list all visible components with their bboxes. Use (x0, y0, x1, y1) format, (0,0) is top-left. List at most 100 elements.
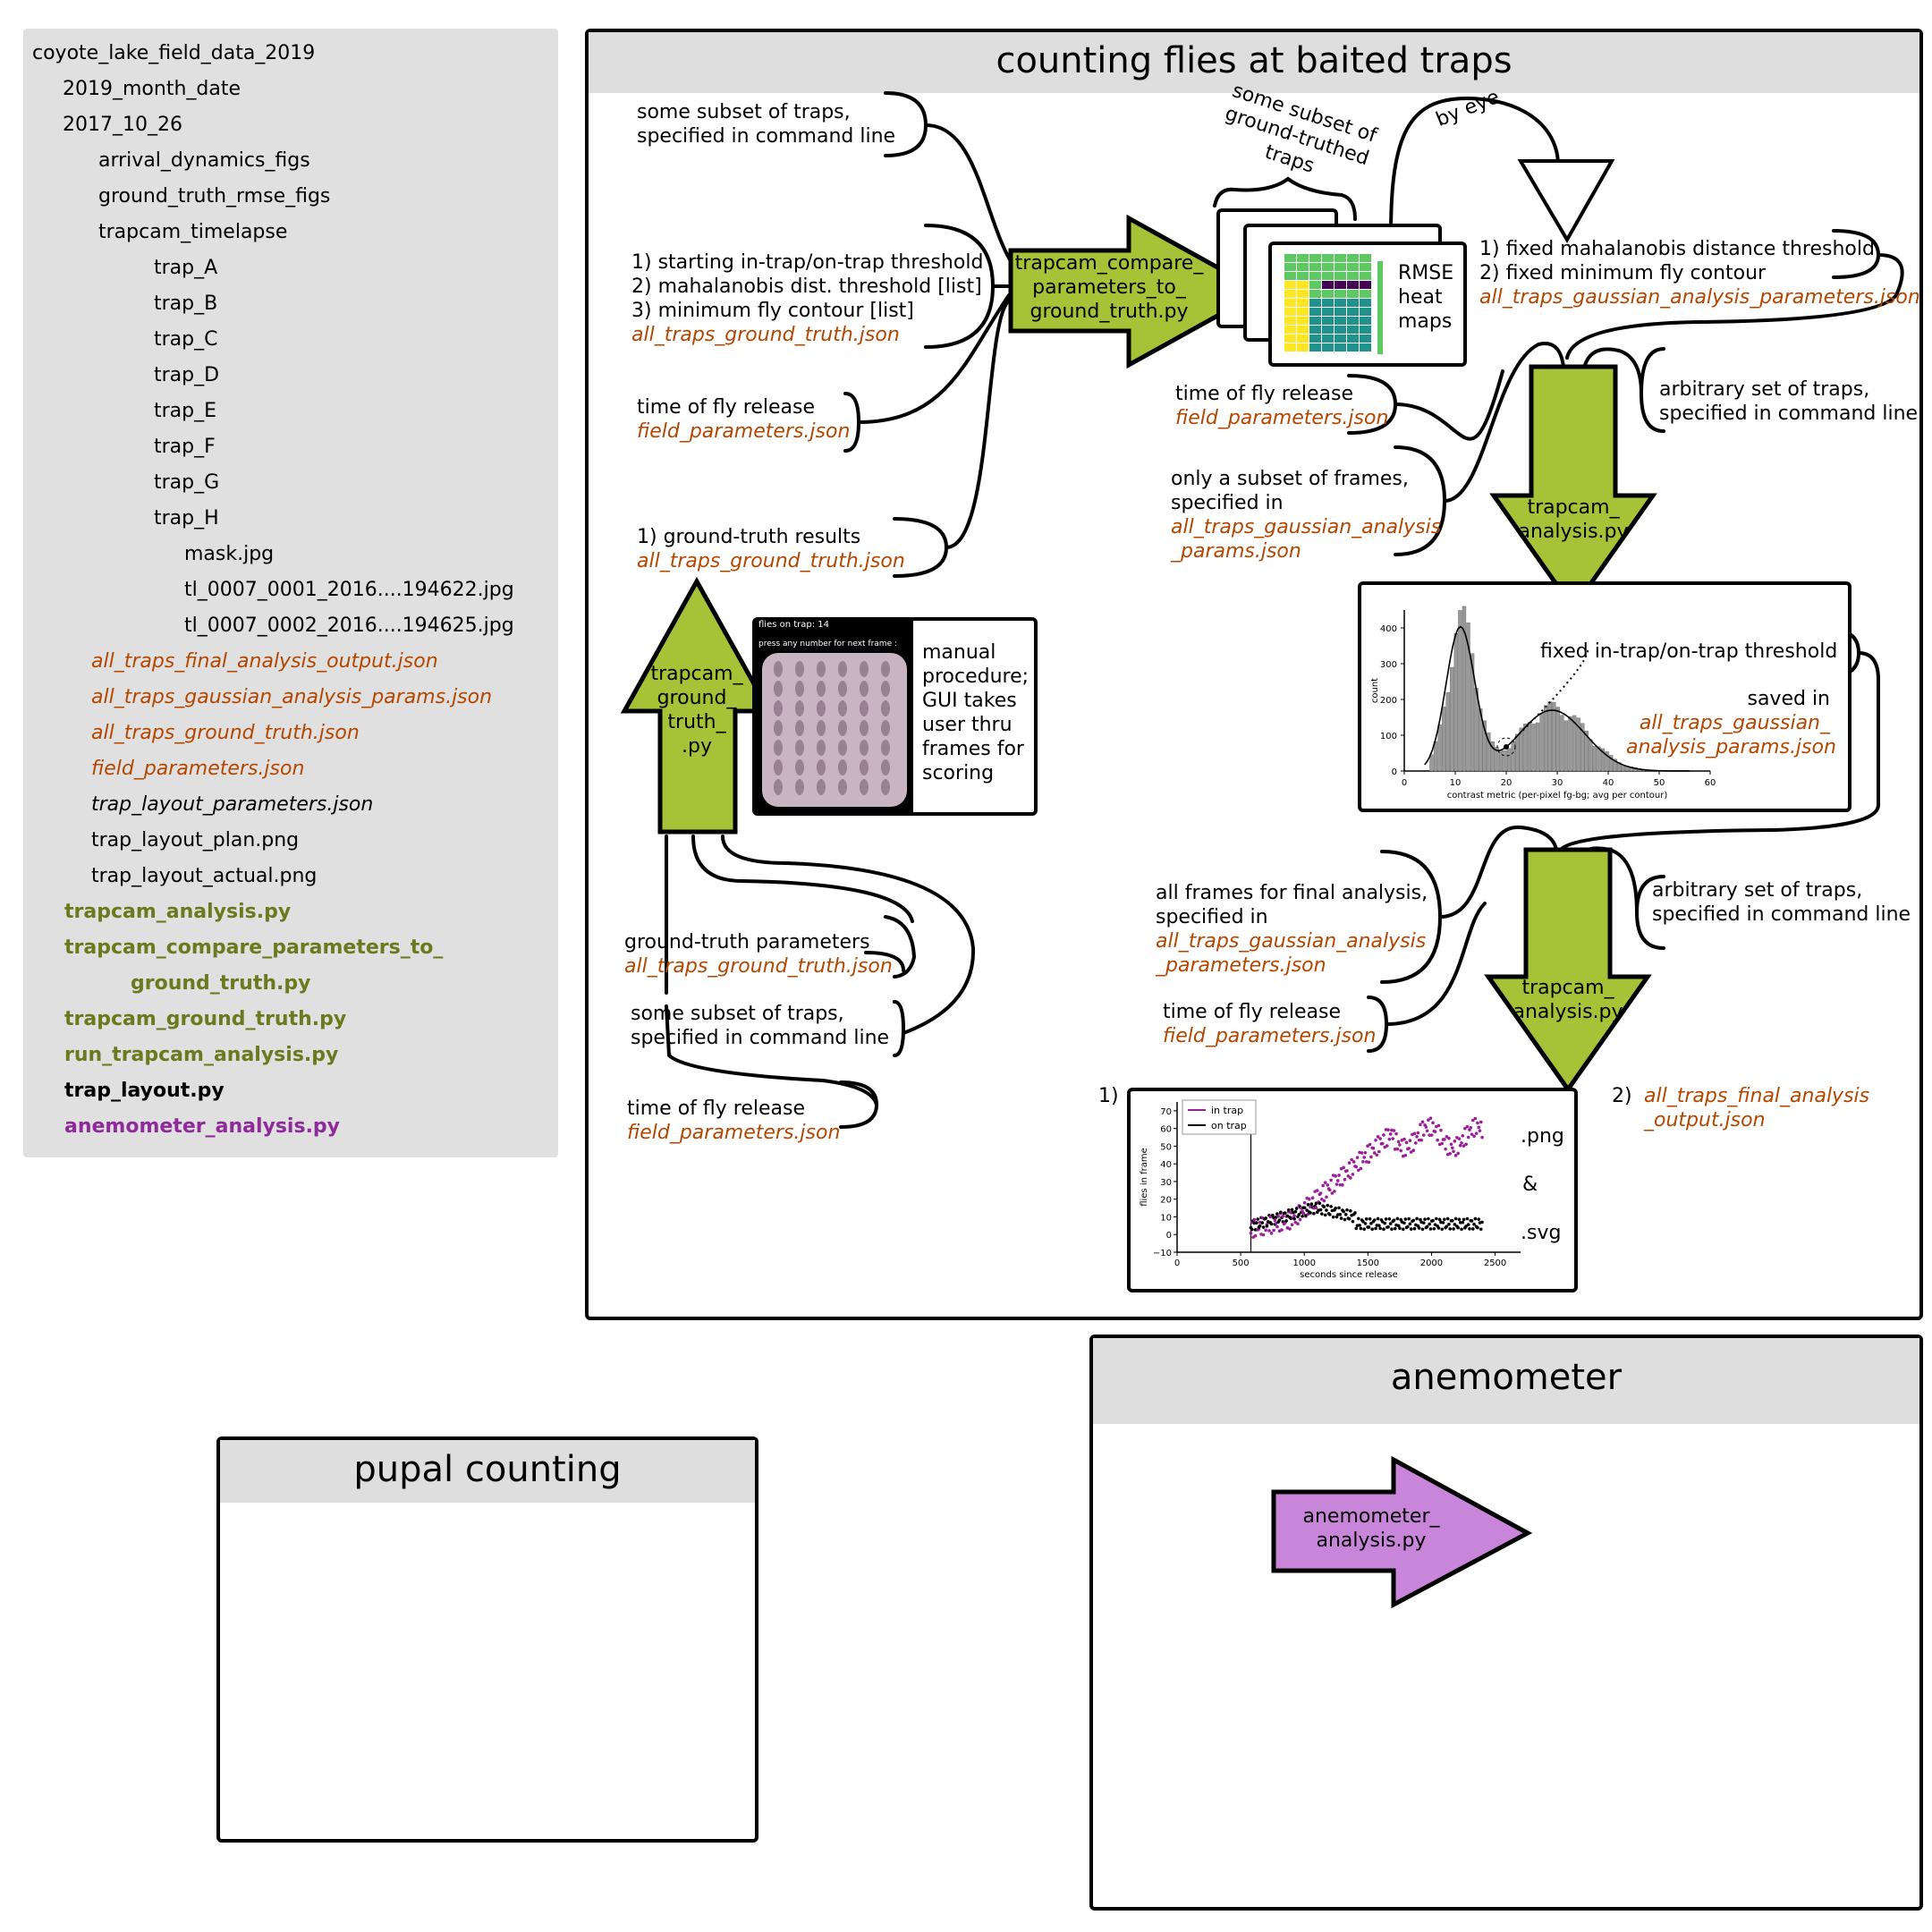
on-trap-point (1345, 1208, 1349, 1212)
file-tree-item[interactable]: all_traps_gaussian_analysis_params.json (91, 686, 493, 708)
gui-fly-mark (860, 720, 869, 736)
heat-map-cell (1297, 281, 1309, 289)
heat-map-cell (1284, 308, 1296, 316)
heat-map-cell (1322, 308, 1334, 316)
on-trap-point (1453, 1216, 1458, 1221)
gui-fly-mark (860, 681, 869, 697)
analysis-2-line-2: analysis.py (1513, 1001, 1623, 1023)
file-tree-item[interactable]: field_parameters.json (91, 758, 305, 780)
file-tree-item[interactable]: trap_H (154, 507, 219, 530)
file-tree-item[interactable]: coyote_lake_field_data_2019 (32, 42, 316, 64)
in-trap-point (1252, 1217, 1257, 1222)
file-tree-item[interactable]: tl_0007_0001_2016....194622.jpg (184, 579, 514, 601)
on-trap-point (1372, 1218, 1377, 1222)
on-trap-point (1368, 1217, 1372, 1221)
file-tree-item[interactable]: 2019_month_date (63, 78, 241, 100)
compare-script-label: trapcam_compare_ parameters_to_ ground_t… (1002, 251, 1216, 324)
on-trap-point (1417, 1226, 1421, 1230)
file-tree-item[interactable]: trap_G (154, 471, 220, 494)
file-tree-item[interactable]: all_traps_ground_truth.json (91, 722, 360, 744)
file-tree-item[interactable]: trap_F (154, 436, 216, 458)
file-tree-item[interactable]: mask.jpg (184, 543, 275, 565)
on-trap-point (1369, 1222, 1373, 1225)
arbitrary-1-line-1: arbitrary set of traps, (1659, 378, 1870, 401)
subset-traps-2-label: some subset of traps, specified in comma… (631, 1002, 889, 1050)
on-trap-point (1433, 1223, 1437, 1226)
file-tree-item[interactable]: trap_layout.py (64, 1080, 225, 1102)
in-trap-point (1398, 1143, 1402, 1147)
on-trap-point (1342, 1209, 1345, 1214)
in-trap-point (1377, 1149, 1381, 1154)
pupal-panel: pupal counting (216, 1436, 758, 1843)
on-trap-point (1358, 1224, 1361, 1227)
file-tree-item[interactable]: trapcam_analysis.py (64, 901, 292, 923)
on-trap-point (1383, 1221, 1387, 1225)
on-trap-point (1468, 1227, 1471, 1231)
gui-fly-mark (795, 700, 804, 716)
file-tree-item[interactable]: trap_E (154, 400, 217, 422)
file-tree-item[interactable]: trap_layout_plan.png (91, 829, 300, 852)
in-trap-point (1359, 1166, 1363, 1171)
on-trap-point (1357, 1216, 1360, 1221)
histogram-bar (1572, 715, 1577, 772)
heat-map-cell (1284, 343, 1296, 352)
file-tree-item[interactable]: trapcam_ground_truth.py (64, 1008, 347, 1030)
on-trap-point (1250, 1227, 1254, 1232)
in-trap-point (1280, 1228, 1284, 1232)
timeseries-legend (1182, 1099, 1257, 1135)
gui-fly-mark (860, 700, 869, 716)
all-frames-file-2: _parameters.json (1156, 954, 1326, 977)
heat-map-cell (1347, 335, 1359, 343)
on-trap-point (1401, 1227, 1405, 1232)
legend-on-trap-label: on trap (1211, 1120, 1247, 1131)
file-tree-item[interactable]: trap_layout_parameters.json (91, 793, 374, 816)
file-tree-item[interactable]: ground_truth.py (131, 972, 311, 995)
on-trap-point (1412, 1226, 1417, 1231)
in-trap-point (1385, 1144, 1389, 1148)
heat-map-cell (1347, 326, 1359, 334)
heat-map-cell (1309, 263, 1321, 271)
in-trap-point (1352, 1160, 1356, 1164)
gui-fly-mark (881, 759, 890, 775)
heat-map-cell (1335, 263, 1346, 271)
file-tree-item[interactable]: trap_A (154, 257, 218, 279)
thresholds-file: all_traps_ground_truth.json (631, 324, 900, 346)
histogram-x-tick-label: 0 (1402, 778, 1407, 788)
in-trap-point (1338, 1182, 1343, 1187)
in-trap-point (1267, 1229, 1271, 1233)
file-tree-item[interactable]: 2017_10_26 (63, 114, 182, 136)
heat-map-cell (1322, 254, 1334, 262)
on-trap-point (1380, 1220, 1385, 1224)
file-tree-item[interactable]: trap_C (154, 328, 218, 351)
in-trap-point (1253, 1233, 1258, 1238)
in-trap-point (1363, 1150, 1368, 1155)
in-trap-point (1391, 1137, 1395, 1140)
compare-script-arrow (1008, 214, 1267, 369)
on-trap-point (1294, 1207, 1299, 1210)
file-tree-item[interactable]: all_traps_final_analysis_output.json (91, 650, 438, 673)
file-tree-item[interactable]: trap_B (154, 292, 218, 315)
rmse-label: RMSE heat maps (1398, 261, 1453, 334)
file-tree-item[interactable]: arrival_dynamics_figs (98, 149, 310, 172)
on-trap-point (1440, 1227, 1445, 1232)
compare-script-line-3: ground_truth.py (1030, 301, 1189, 323)
file-tree-item[interactable]: trap_D (154, 364, 220, 386)
in-trap-point (1392, 1129, 1396, 1132)
file-tree-item[interactable]: trap_layout_actual.png (91, 865, 318, 887)
in-trap-point (1411, 1148, 1416, 1153)
histogram-bar (1555, 707, 1561, 772)
heat-map-cell (1322, 335, 1334, 343)
file-tree-item[interactable]: trapcam_compare_parameters_to_ (64, 936, 444, 959)
file-tree-item[interactable]: ground_truth_rmse_figs (98, 185, 331, 208)
file-tree-item[interactable]: tl_0007_0002_2016....194625.jpg (184, 614, 514, 637)
heat-map-cell (1297, 290, 1309, 298)
in-trap-point (1421, 1133, 1426, 1137)
file-tree-item[interactable]: trapcam_timelapse (98, 221, 288, 243)
gui-fly-mark (817, 779, 826, 795)
gui-sub-text: press any number for next frame : (758, 640, 897, 648)
in-trap-point (1396, 1140, 1401, 1144)
on-trap-point (1309, 1211, 1312, 1215)
file-tree-item[interactable]: run_trapcam_analysis.py (64, 1044, 339, 1066)
histogram-bar (1597, 746, 1601, 772)
file-tree-item[interactable]: anemometer_analysis.py (64, 1115, 341, 1138)
